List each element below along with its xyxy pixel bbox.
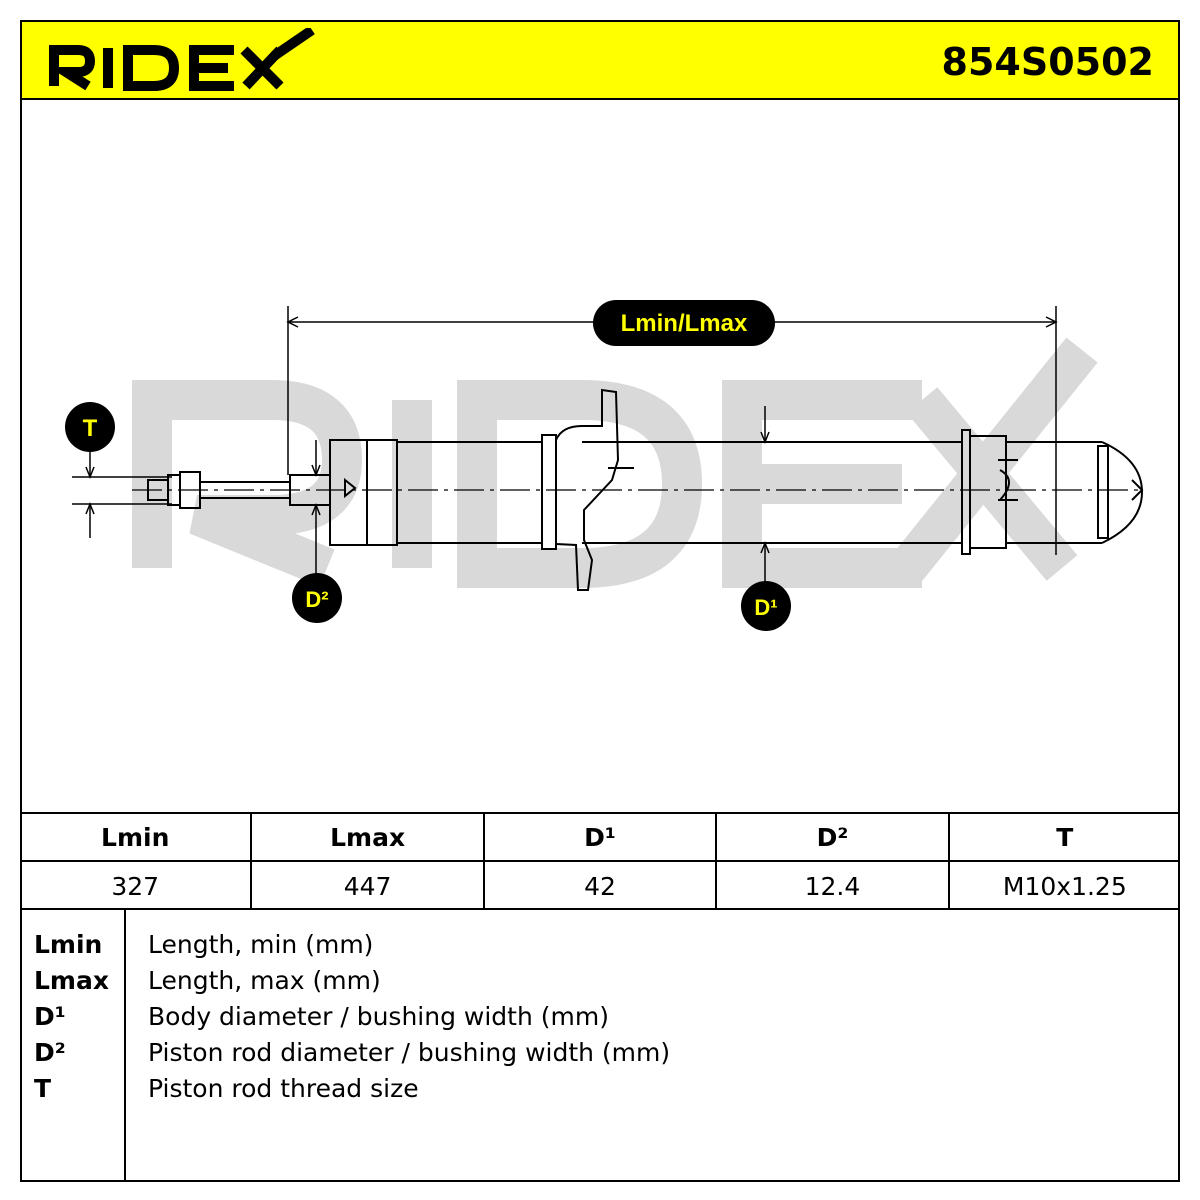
- thread-label-badge: [65, 402, 115, 452]
- rod-diameter-label-badge: [292, 573, 342, 623]
- spec-header-t: T: [1056, 822, 1074, 852]
- body-diameter-dimension: [760, 406, 770, 582]
- drawing-canvas: Lmin/Lmax: [65, 300, 1144, 631]
- spec-value-row: 327 447 42 12.4 M10x1.25: [20, 862, 1180, 910]
- rod-diameter-dimension: [311, 440, 321, 578]
- legend-description: Piston rod diameter / bushing width (mm): [148, 1038, 671, 1067]
- spec-header-d2: D²: [717, 814, 950, 860]
- legend-description: Length, min (mm): [148, 930, 374, 959]
- body-diameter-label-badge: [741, 581, 791, 631]
- header-bar: 854S0502: [20, 20, 1180, 100]
- legend-item: Lmin Length, min (mm): [20, 930, 1180, 966]
- spec-value-d1: 42: [485, 862, 718, 910]
- legend-key: D¹: [34, 1002, 66, 1031]
- part-number: 854S0502: [941, 40, 1154, 84]
- spec-table: Lmin Lmax D¹ D² T 327 447 42 12.4 M10x1.…: [20, 812, 1180, 910]
- legend-key: Lmax: [34, 966, 109, 995]
- spec-value-lmax: 447: [252, 862, 485, 910]
- legend-divider: [124, 910, 126, 1182]
- legend-item: Lmax Length, max (mm): [20, 966, 1180, 1002]
- rod-diameter-label: D²: [305, 587, 328, 612]
- spec-header-lmax: Lmax: [252, 814, 485, 860]
- legend: Lmin Length, min (mm) Lmax Length, max (…: [20, 910, 1180, 1182]
- legend-description: Body diameter / bushing width (mm): [148, 1002, 609, 1031]
- spec-value-d2: 12.4: [717, 862, 950, 910]
- ridex-logo: [48, 28, 315, 91]
- thread-label: T: [83, 415, 98, 442]
- spec-value-t: M10x1.25: [1002, 871, 1127, 901]
- legend-description: Piston rod thread size: [148, 1074, 419, 1103]
- legend-item: T Piston rod thread size: [20, 1074, 1180, 1110]
- spec-header-d1: D¹: [485, 814, 718, 860]
- legend-key: Lmin: [34, 930, 103, 959]
- length-label: Lmin/Lmax: [621, 310, 748, 337]
- shock-absorber-drawing: Lmin/Lmax: [22, 100, 1178, 812]
- legend-key: T: [34, 1074, 52, 1103]
- legend-item: D¹ Body diameter / bushing width (mm): [20, 1002, 1180, 1038]
- legend-description: Length, max (mm): [148, 966, 381, 995]
- legend-key: D²: [34, 1038, 66, 1067]
- watermark: [132, 337, 1098, 588]
- body-diameter-label: D¹: [754, 595, 777, 620]
- length-label-pill: [593, 300, 775, 346]
- spec-header-row: Lmin Lmax D¹ D² T: [20, 814, 1180, 862]
- legend-item: D² Piston rod diameter / bushing width (…: [20, 1038, 1180, 1074]
- spec-header-lmin: Lmin: [20, 814, 253, 860]
- thread-dimension: [72, 450, 172, 538]
- shock-absorber-body: [147, 388, 1144, 591]
- spec-value-lmin: 327: [20, 862, 253, 910]
